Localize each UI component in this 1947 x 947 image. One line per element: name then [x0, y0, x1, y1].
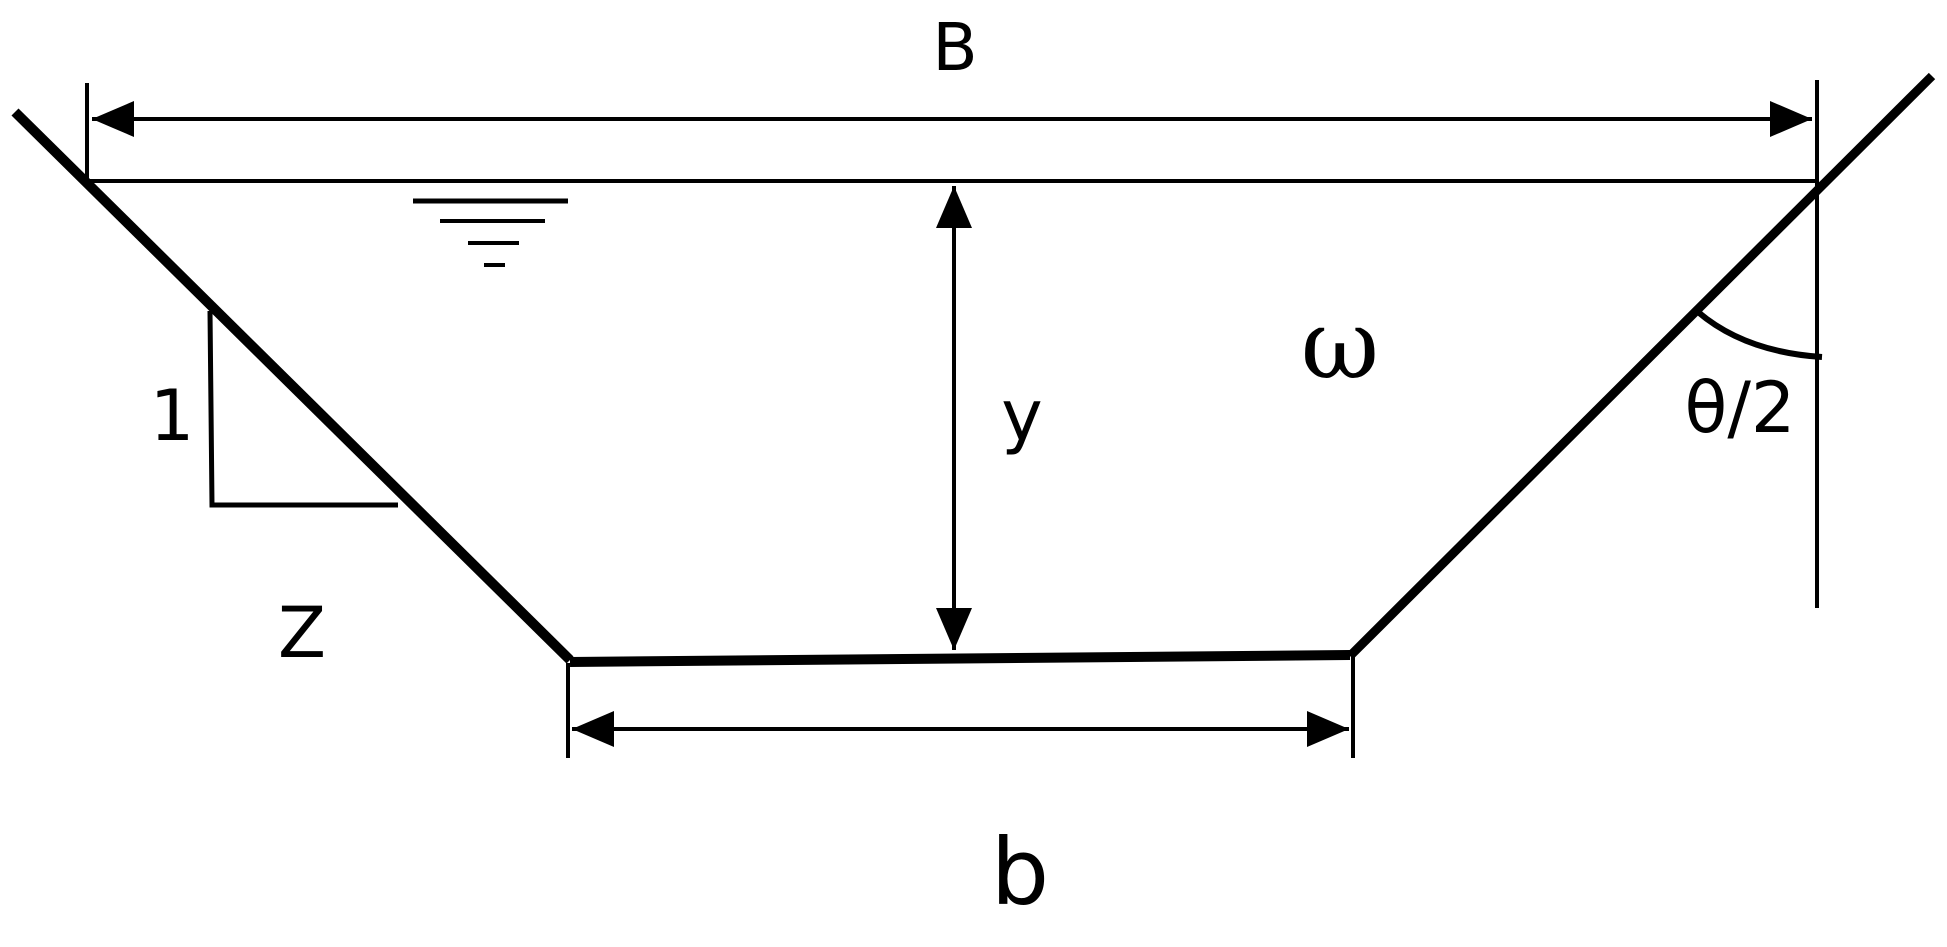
- slope-vertical-label: 1: [150, 375, 195, 457]
- left-bank-line: [11, 108, 574, 664]
- channel-bed-line: [569, 650, 1351, 667]
- flow-area-label: ω: [1301, 289, 1379, 401]
- slope-horizontal-label: Z: [278, 592, 326, 674]
- right-bank-line: [1346, 72, 1936, 660]
- top-width-label: B: [932, 9, 977, 86]
- depth-label: y: [1001, 375, 1042, 457]
- bottom-width-label: b: [991, 819, 1049, 926]
- slope-triangle: [207, 310, 398, 508]
- half-angle-label: θ/2: [1685, 367, 1796, 449]
- half-angle-arc: [1696, 309, 1823, 360]
- water-surface-symbol: [413, 198, 568, 267]
